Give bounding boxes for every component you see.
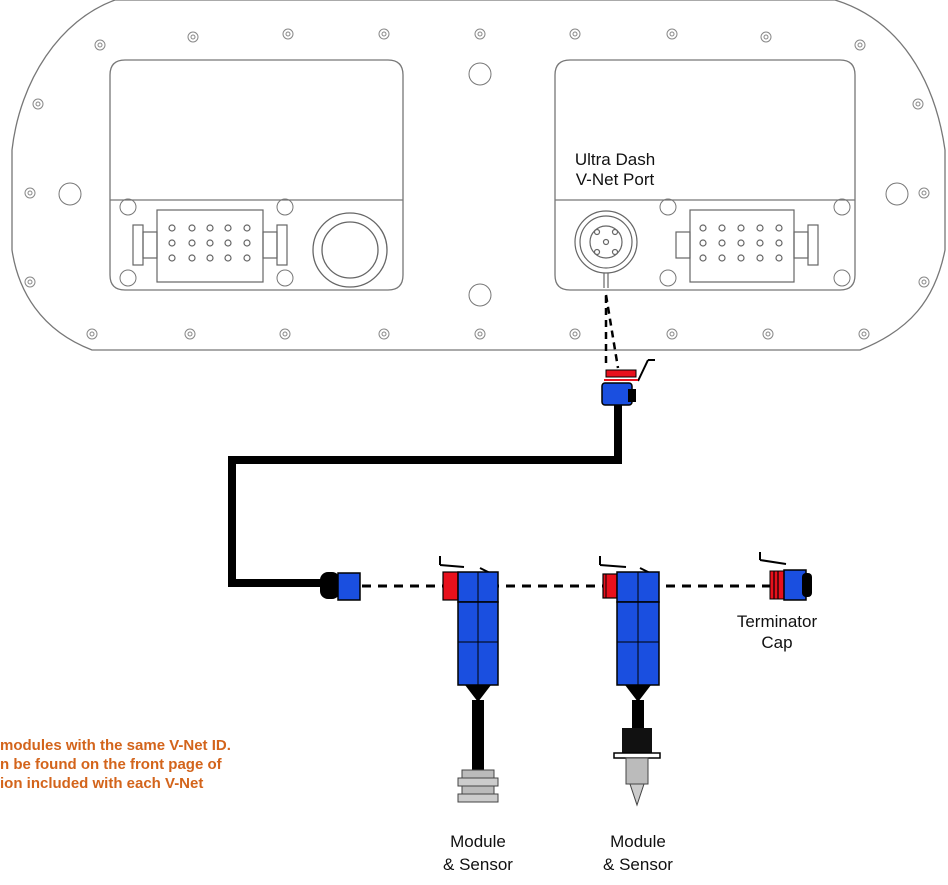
note-line1: modules with the same V-Net ID. <box>0 737 231 754</box>
terminator-label-line1: Terminator <box>736 612 818 631</box>
screw-bottom-row <box>86 328 870 340</box>
port-label-line1: Ultra Dash <box>574 150 656 169</box>
module1-label-line1: Module <box>450 832 506 851</box>
vnet-link-dashed <box>604 294 620 369</box>
screw-top-row <box>94 28 866 51</box>
port-label-line2: V-Net Port <box>575 170 655 189</box>
dash-cable-connector <box>601 359 655 406</box>
module-1 <box>439 556 499 803</box>
main-vnet-cable <box>228 405 622 587</box>
screw-sides <box>24 98 930 288</box>
left-panel-connector <box>132 209 288 283</box>
vnet-port <box>574 210 638 288</box>
module1-label-line2: & Sensor <box>443 855 513 874</box>
terminator-cap <box>759 552 812 601</box>
cable-end-connector <box>320 572 361 601</box>
module2-label-line2: & Sensor <box>603 855 673 874</box>
dash-panel <box>11 0 946 351</box>
note-line2: n be found on the front page of <box>0 756 222 773</box>
terminator-label-line2: Cap <box>761 633 793 652</box>
panel-screws <box>24 28 930 340</box>
round-port <box>312 212 388 288</box>
module2-label-line1: Module <box>610 832 666 851</box>
right-panel-connector <box>675 209 819 283</box>
mounting-holes <box>58 62 909 307</box>
module-2 <box>599 556 661 807</box>
note-line3: ion included with each V-Net <box>0 775 204 792</box>
vnet-id-note: modules with the same V-Net ID. n be fou… <box>0 736 231 793</box>
